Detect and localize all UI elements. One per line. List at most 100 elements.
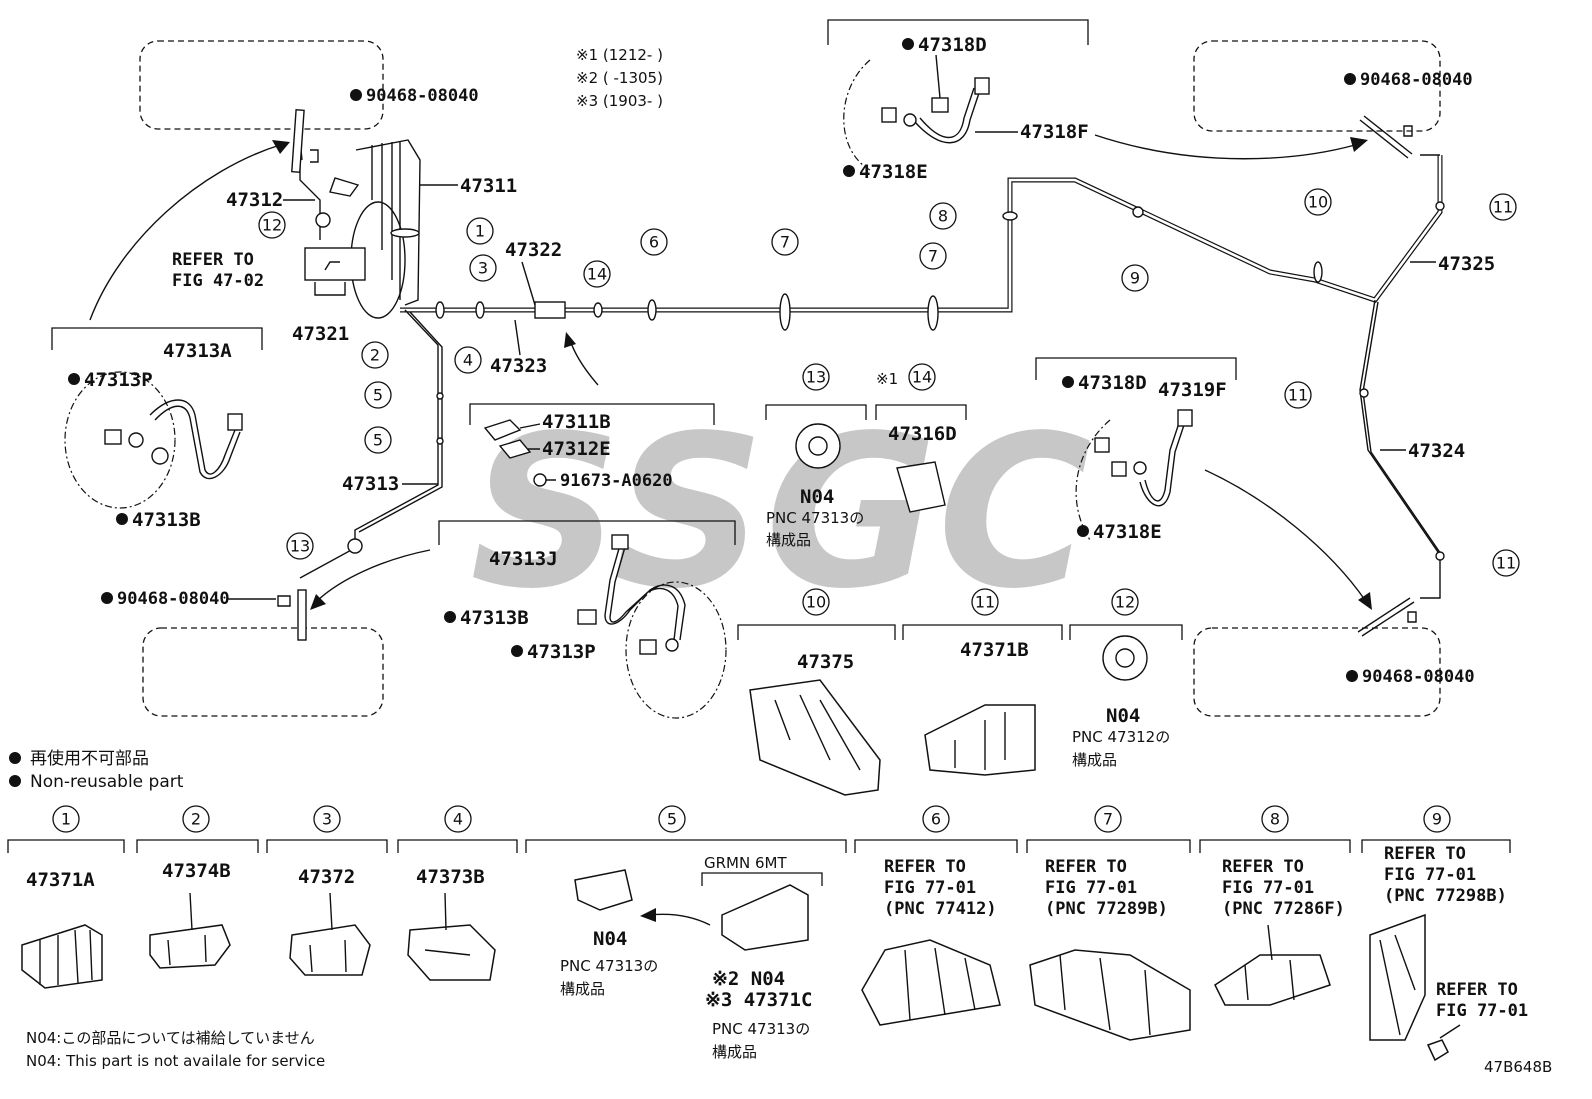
label-pnc-b1: PNC 47312の (1072, 728, 1170, 746)
pipe-47313 (299, 309, 443, 579)
callout-number-8: 8 (938, 207, 948, 226)
label-47316D: 47316D (888, 423, 957, 445)
grommet-13-marker (347, 538, 363, 554)
label-47319F: 47319F (1158, 379, 1227, 401)
hose-47313A-detail (64, 371, 243, 509)
bolt-47318D-r-part (1094, 437, 1110, 453)
arrow-to-union (569, 339, 599, 386)
callout-circle-7 (1094, 805, 1122, 833)
arrow-to-rear-right (1204, 469, 1366, 601)
wheel-area-front-left (139, 40, 384, 130)
grommet-12-hole (1115, 648, 1135, 668)
callout-number-5: 5 (373, 431, 383, 450)
bracket-10 (737, 624, 896, 640)
bolt-91673-part (533, 473, 547, 487)
callout-circle-7 (771, 228, 799, 256)
bracket-bottom-5 (525, 839, 847, 853)
bracket-12 (1069, 624, 1183, 640)
footnote-en: N04: This part is not availale for servi… (26, 1052, 325, 1070)
clip-10-marker (1313, 261, 1323, 283)
detail-arc-47318F (843, 59, 871, 171)
callout-number-4: 4 (453, 810, 463, 829)
callout-number-1: 1 (475, 222, 485, 241)
callout-circle-3 (469, 254, 497, 282)
callout-circle-11 (1284, 381, 1312, 409)
nonreusable-dot (101, 592, 113, 604)
bracket-grmn (701, 872, 823, 886)
clip-47371A-lines (39, 929, 93, 985)
callout-circle-1 (466, 217, 494, 245)
label-pnc-b2: 構成品 (1072, 751, 1117, 769)
label-47313P-l: 47313P (84, 369, 153, 391)
part-9-refer-3: (PNC 77298B) (1384, 886, 1507, 906)
callout-number-5: 5 (373, 386, 383, 405)
callout-circle-12 (1111, 588, 1139, 616)
arrowhead-union (564, 332, 576, 348)
callout-circle-14 (908, 363, 936, 391)
callout-number-5: 5 (667, 810, 677, 829)
nonreusable-dot (444, 611, 456, 623)
label-47311: 47311 (460, 175, 517, 197)
label-47375: 47375 (797, 651, 854, 673)
callout-circle-2 (182, 805, 210, 833)
label-47325: 47325 (1438, 253, 1495, 275)
wheel-area-front-right (1193, 40, 1441, 132)
clip-47313P-part (104, 429, 122, 445)
part-6-refer-1: REFER TO (884, 857, 966, 877)
callout-circle-9 (1121, 264, 1149, 292)
nonreusable-dot (116, 513, 128, 525)
bracket-47318F (827, 19, 1089, 45)
clip-5a-marker (436, 392, 444, 400)
pipe-47324 (1359, 299, 1441, 599)
arrow-to-front-right (1094, 134, 1356, 160)
callout-number-2: 2 (191, 810, 201, 829)
label-pnc-a1: PNC 47313の (766, 509, 864, 527)
abs-pipe-bundle (355, 139, 421, 306)
label-n04-a: N04 (800, 486, 834, 508)
callout-circle-14 (583, 260, 611, 288)
label-90468-bl: 90468-08040 (117, 589, 230, 609)
callout-number-9: 9 (1130, 269, 1140, 288)
part-7-refer-1: REFER TO (1045, 857, 1127, 877)
callout-circle-5 (658, 805, 686, 833)
leader-77-01 (1439, 1024, 1461, 1039)
label-refer-47-02-line1: REFER TO (172, 250, 254, 270)
nonreusable-dot (68, 373, 80, 385)
part-8-refer-3: (PNC 77286F) (1222, 899, 1345, 919)
label-47313P-c: 47313P (527, 641, 596, 663)
callout-circle-13 (802, 363, 830, 391)
callout-number-13: 13 (290, 537, 310, 556)
clip-3-marker (435, 301, 445, 319)
part-5-pnc1: PNC 47313の (560, 957, 658, 975)
hose-47319F (1139, 419, 1186, 507)
clamp-47375-detail (774, 694, 861, 771)
bracket-bottom-8 (1199, 839, 1351, 853)
nonreusable-dot (511, 645, 523, 657)
part-47371A: 47371A (26, 869, 95, 891)
callout-circle-13 (286, 532, 314, 560)
rear-right-hose (1357, 597, 1415, 637)
label-note14: ※1 (876, 370, 898, 388)
label-90468-tl: 90468-08040 (366, 86, 479, 106)
label-47322: 47322 (505, 239, 562, 261)
nonreusable-dot (1344, 73, 1356, 85)
legend-dot-en (9, 775, 21, 787)
front-right-hose (1359, 115, 1413, 159)
clip-47318E-r-part (1111, 461, 1127, 477)
bracket-bottom-3 (266, 839, 388, 853)
label-47324: 47324 (1408, 440, 1465, 462)
label-47371B: 47371B (960, 639, 1029, 661)
hose-47313J-eye (665, 638, 679, 652)
callout-number-11: 11 (1496, 554, 1516, 573)
leader-47322 (521, 261, 536, 306)
callout-number-12: 12 (262, 216, 282, 235)
bracket-47311B-part (483, 419, 522, 441)
leader-47323 (514, 319, 521, 356)
callout-number-7: 7 (780, 233, 790, 252)
callout-number-11: 11 (975, 593, 995, 612)
callout-circle-10 (802, 588, 830, 616)
bracket-47313J (438, 520, 736, 545)
clamp-77289B-drawing (1029, 949, 1191, 1041)
